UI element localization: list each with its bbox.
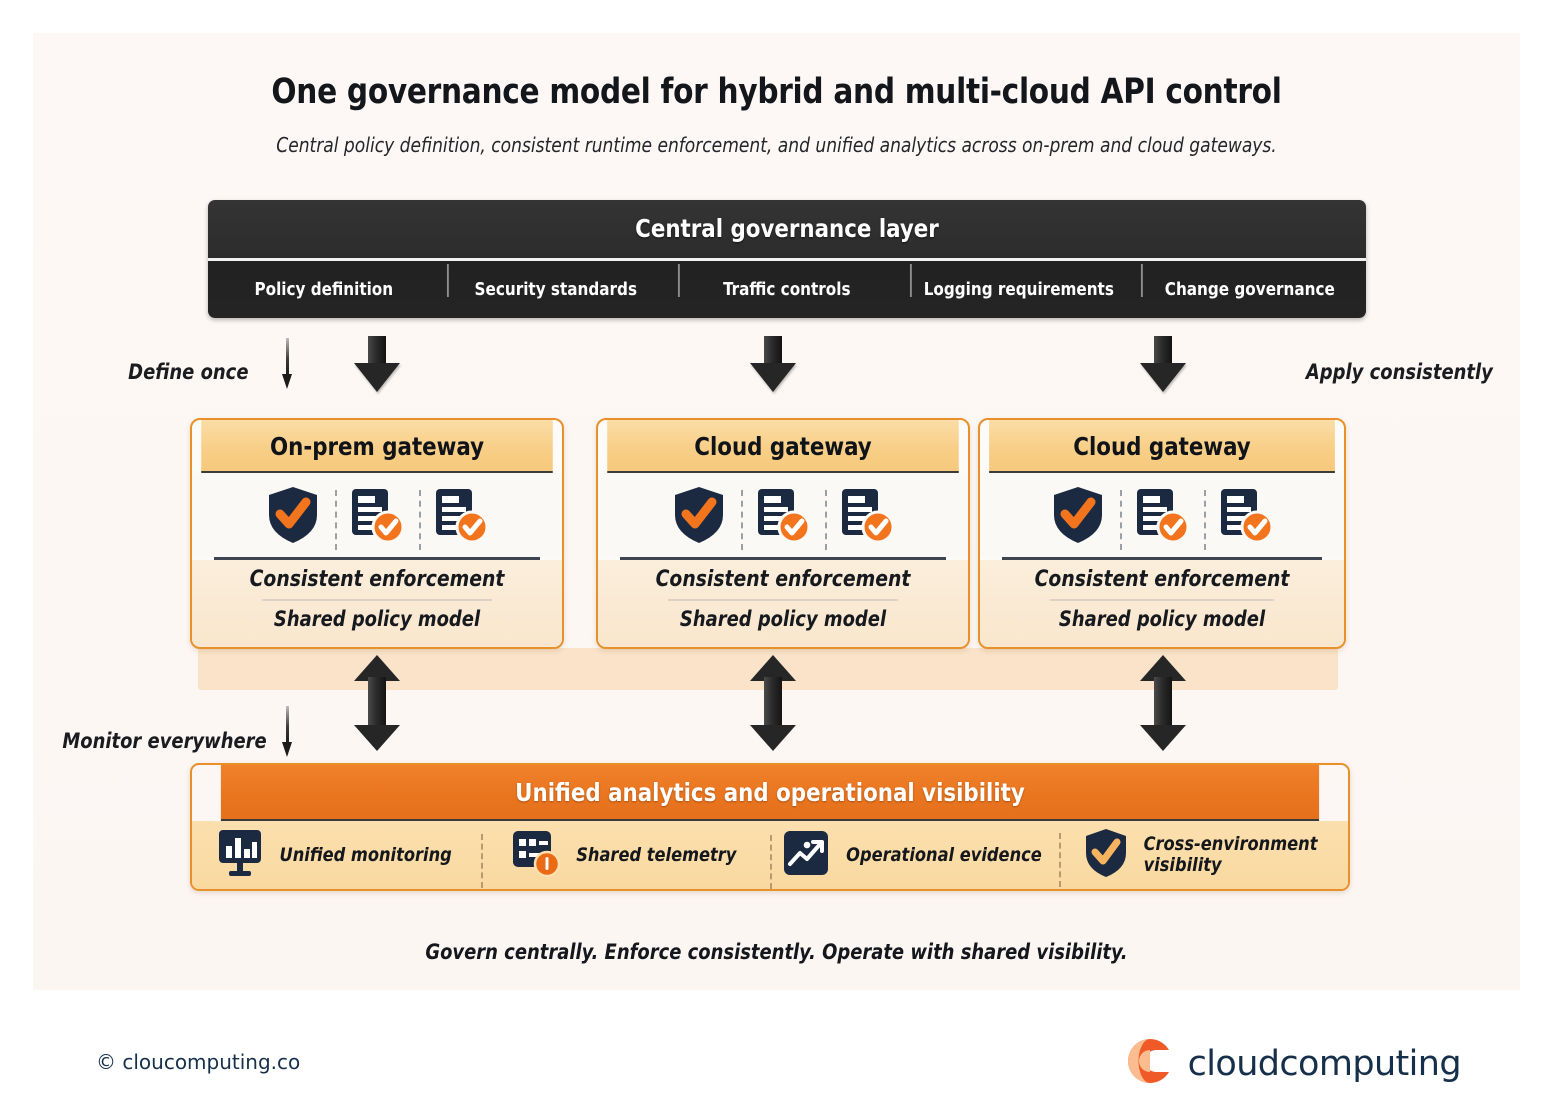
analytics-item-unified-monitoring[interactable]: Unified monitoring [192, 828, 481, 883]
gateway-card-icon-row [598, 473, 968, 557]
bidirectional-arrow-onprem-icon [354, 655, 400, 751]
shield-check-icon [657, 485, 741, 545]
gateway-card-footer: Consistent enforcement Shared policy mod… [980, 560, 1344, 647]
gateway-card-line1: Consistent enforcement [1034, 567, 1290, 592]
gateway-card-line2: Shared policy model [1058, 607, 1266, 631]
document-check-icon [1120, 486, 1204, 550]
gateway-card-rule [620, 557, 946, 560]
analytics-item-cross-environment-visibility[interactable]: Cross-environment visibility [1059, 827, 1348, 887]
analytics-item-label: Cross-environment visibility [1144, 833, 1318, 876]
gateway-card-title: On-prem gateway [201, 420, 553, 473]
document-check-icon [741, 486, 825, 550]
governance-item-security-standards[interactable]: Security standards [446, 264, 665, 300]
document-check-icon [825, 486, 909, 550]
governance-item-policy-definition[interactable]: Policy definition [254, 279, 394, 300]
gateway-card-title: Cloud gateway [989, 420, 1335, 473]
brand-logo: cloudcomputing [1125, 1036, 1462, 1091]
gateway-card-icon-row [980, 473, 1344, 557]
shield-check-icon [251, 485, 335, 545]
gateway-card-on-prem[interactable]: On-prem gateway [190, 418, 564, 649]
page-title: One governance model for hybrid and mult… [271, 72, 1282, 112]
analytics-item-operational-evidence[interactable]: Operational evidence [770, 829, 1059, 889]
governance-item-traffic-controls[interactable]: Traffic controls [678, 264, 896, 300]
copyright-text: © cloucomputing.co [96, 1050, 301, 1074]
brand-name: cloudcomputing [1187, 1043, 1462, 1084]
analytics-item-label: Operational evidence [846, 843, 1042, 866]
gateway-card-divider [1050, 599, 1274, 601]
unified-analytics-bar: Unified analytics and operational visibi… [190, 763, 1350, 891]
gateway-card-line2: Shared policy model [273, 607, 481, 631]
governance-item-change-governance[interactable]: Change governance [1141, 264, 1359, 300]
document-check-icon [335, 486, 419, 550]
analytics-title: Unified analytics and operational visibi… [220, 765, 1320, 821]
gateway-card-line2: Shared policy model [679, 607, 887, 631]
gateway-card-line1: Consistent enforcement [655, 567, 911, 592]
governance-separator [208, 258, 1366, 261]
gateway-card-line1: Consistent enforcement [249, 567, 505, 592]
analytics-item-label: Shared telemetry [575, 843, 737, 866]
bidirectional-arrow-cloud-1-icon [750, 655, 796, 751]
server-telemetry-icon [511, 828, 561, 883]
gateway-card-footer: Consistent enforcement Shared policy mod… [192, 560, 562, 647]
central-governance-layer: Central governance layer Policy definiti… [208, 200, 1366, 318]
monitor-bar-chart-icon [216, 828, 264, 883]
cloudcomputing-c-mark-icon [1125, 1036, 1175, 1091]
bidirectional-arrow-cloud-2-icon [1140, 655, 1186, 751]
page-subtitle: Central policy definition, consistent ru… [276, 133, 1277, 157]
governance-items: Policy definition Security standards Tra… [208, 261, 1366, 318]
governance-title: Central governance layer [635, 214, 939, 243]
analytics-items: Unified monitoring Shared telemet [192, 821, 1348, 889]
governance-item-logging-requirements[interactable]: Logging requirements [909, 264, 1128, 300]
gateway-card-divider [668, 599, 898, 601]
line-chart-icon [782, 829, 830, 882]
gateway-card-title: Cloud gateway [607, 420, 959, 473]
gateway-card-cloud-1[interactable]: Cloud gateway [596, 418, 970, 649]
gateway-card-rule [214, 557, 540, 560]
label-apply-consistently: Apply consistently [1306, 360, 1494, 384]
gateway-card-footer: Consistent enforcement Shared policy mod… [598, 560, 968, 647]
arrow-down-to-cloud-gateway-2-icon [1140, 336, 1186, 392]
gateway-card-cloud-2[interactable]: Cloud gateway [978, 418, 1346, 649]
shield-check-icon [1036, 485, 1120, 545]
document-check-icon [419, 486, 503, 550]
analytics-item-label: Unified monitoring [279, 843, 453, 866]
label-monitor-everywhere: Monitor everywhere [62, 729, 267, 753]
analytics-item-shared-telemetry[interactable]: Shared telemetry [481, 828, 770, 888]
arrow-down-to-cloud-gateway-1-icon [750, 336, 796, 392]
document-check-icon [1204, 486, 1288, 550]
footer-tagline: Govern centrally. Enforce consistently. … [425, 940, 1128, 964]
shield-check-icon [1084, 827, 1128, 884]
gateway-card-divider [262, 599, 492, 601]
label-define-once: Define once [128, 360, 249, 384]
arrow-down-to-onprem-gateway-icon [354, 336, 400, 392]
gateway-card-icon-row [192, 473, 562, 557]
gateway-card-rule [1002, 557, 1322, 560]
